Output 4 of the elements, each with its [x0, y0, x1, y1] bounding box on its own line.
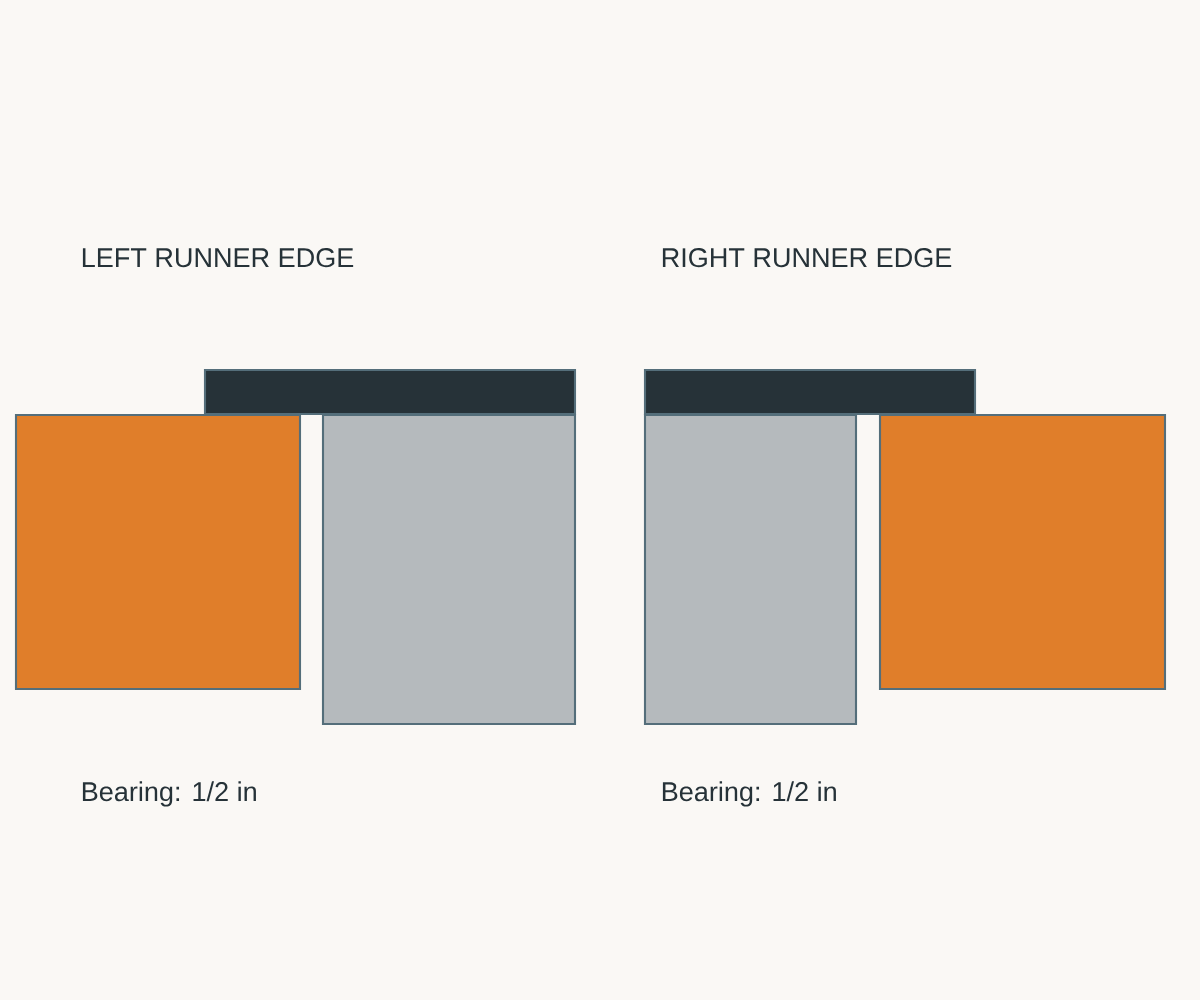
section-label: RIGHT RUNNER EDGE [662, 248, 952, 268]
section-label: LEFT RUNNER EDGE [82, 248, 354, 268]
bearing-label: Bearing: 1/2 in [82, 781, 256, 807]
bearing-label: Bearing: 1/2 in [662, 781, 836, 807]
